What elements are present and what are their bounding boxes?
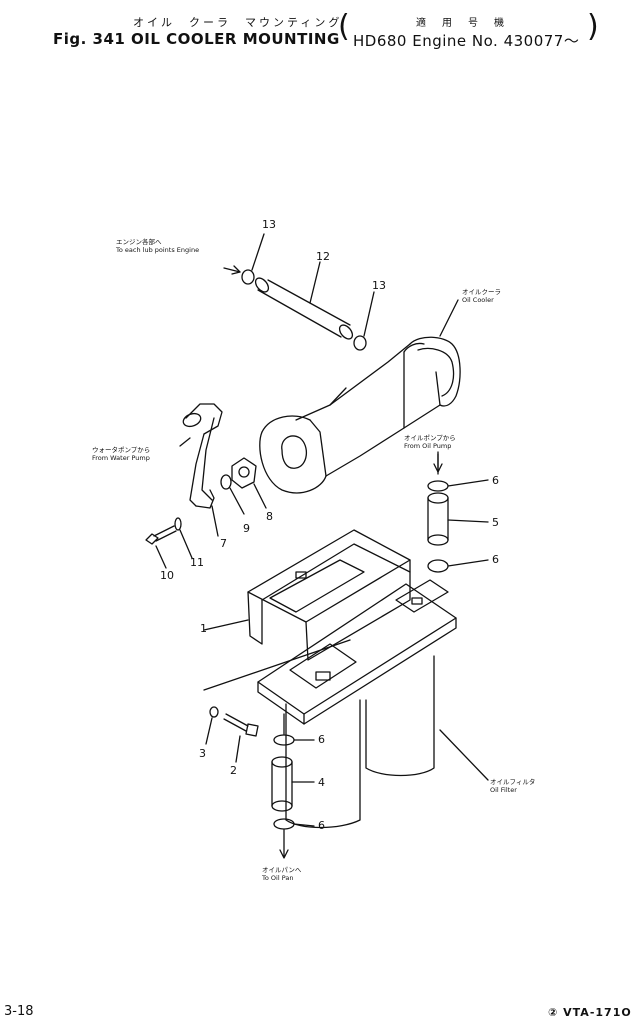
figure-title: OIL COOLER MOUNTING [131,30,340,48]
bolt-10-washer-11 [146,518,192,568]
oil-cooler-body [260,300,460,493]
callout-12: 12 [316,250,330,263]
callout-11: 11 [190,556,204,569]
note-lub-points-en: To each lub points Engine [116,246,200,254]
callout-9: 9 [243,522,250,535]
callout-4: 4 [318,776,325,789]
note-lub-points: エンジン各部へ To each lub points Engine [116,238,199,254]
note-water-pump-jp: ウォータポンプから [92,446,151,454]
note-oil-cooler: オイルクーラ Oil Cooler [462,288,501,304]
note-oil-pump: オイルポンプから From Oil Pump [404,434,456,450]
pipe-4-assembly [272,714,314,858]
page-number: 3-18 [4,1004,34,1019]
callout-8: 8 [266,510,273,523]
pipe-12 [253,262,355,341]
title-japanese: オイル クーラ マウンティング [133,16,343,29]
callout-6-upper-2: 6 [492,553,499,566]
callout-5: 5 [492,516,499,529]
gasket-9-and-flange-8 [221,458,266,514]
o-ring-13-upper [242,234,264,284]
note-oil-filter-jp: オイルフィルタ [490,778,536,786]
note-oil-cooler-en: Oil Cooler [462,296,494,304]
note-oil-filter-en: Oil Filter [490,786,517,794]
oil-filter-assembly [204,580,488,828]
bracket-1 [204,530,410,660]
note-oil-pan-jp: オイルパンへ [262,866,302,874]
callout-3: 3 [199,747,206,760]
note-oil-pan: オイルパンへ To Oil Pan [262,866,301,882]
callout-6-lower-2: 6 [318,819,325,832]
open-paren: ( [338,9,350,44]
callout-6-upper-1: 6 [492,474,499,487]
callout-7: 7 [220,537,227,550]
callout-2: 2 [230,764,237,777]
note-oil-pan-en: To Oil Pan [262,874,294,882]
bolt-2-washer-3 [206,707,258,762]
water-pipe-7 [180,404,222,536]
callout-10: 10 [160,569,174,582]
callout-6-lower-1: 6 [318,733,325,746]
flow-arrows [224,266,442,472]
note-oil-filter: オイルフィルタ Oil Filter [490,778,535,794]
note-oil-cooler-jp: オイルクーラ [462,288,501,296]
callout-13-upper: 13 [262,218,276,231]
document-code: ② VTA-171O [548,1006,632,1019]
note-water-pump: ウォータポンプから From Water Pump [92,446,150,462]
callout-13-lower: 13 [372,279,386,292]
o-ring-13-lower [354,292,374,350]
note-oil-pump-jp: オイルポンプから [404,434,456,442]
figure-number: Fig. 341 [53,30,126,48]
note-oil-pump-en: From Oil Pump [404,442,452,450]
note-lub-points-jp: エンジン各部へ [116,238,162,246]
note-water-pump-en: From Water Pump [92,454,150,462]
applicable-japanese: 適 用 号 機 [416,18,507,29]
close-paren: ) [587,9,599,44]
applicable-serial: HD680 Engine No. 430077～ [353,32,580,50]
callout-1: 1 [200,622,207,635]
